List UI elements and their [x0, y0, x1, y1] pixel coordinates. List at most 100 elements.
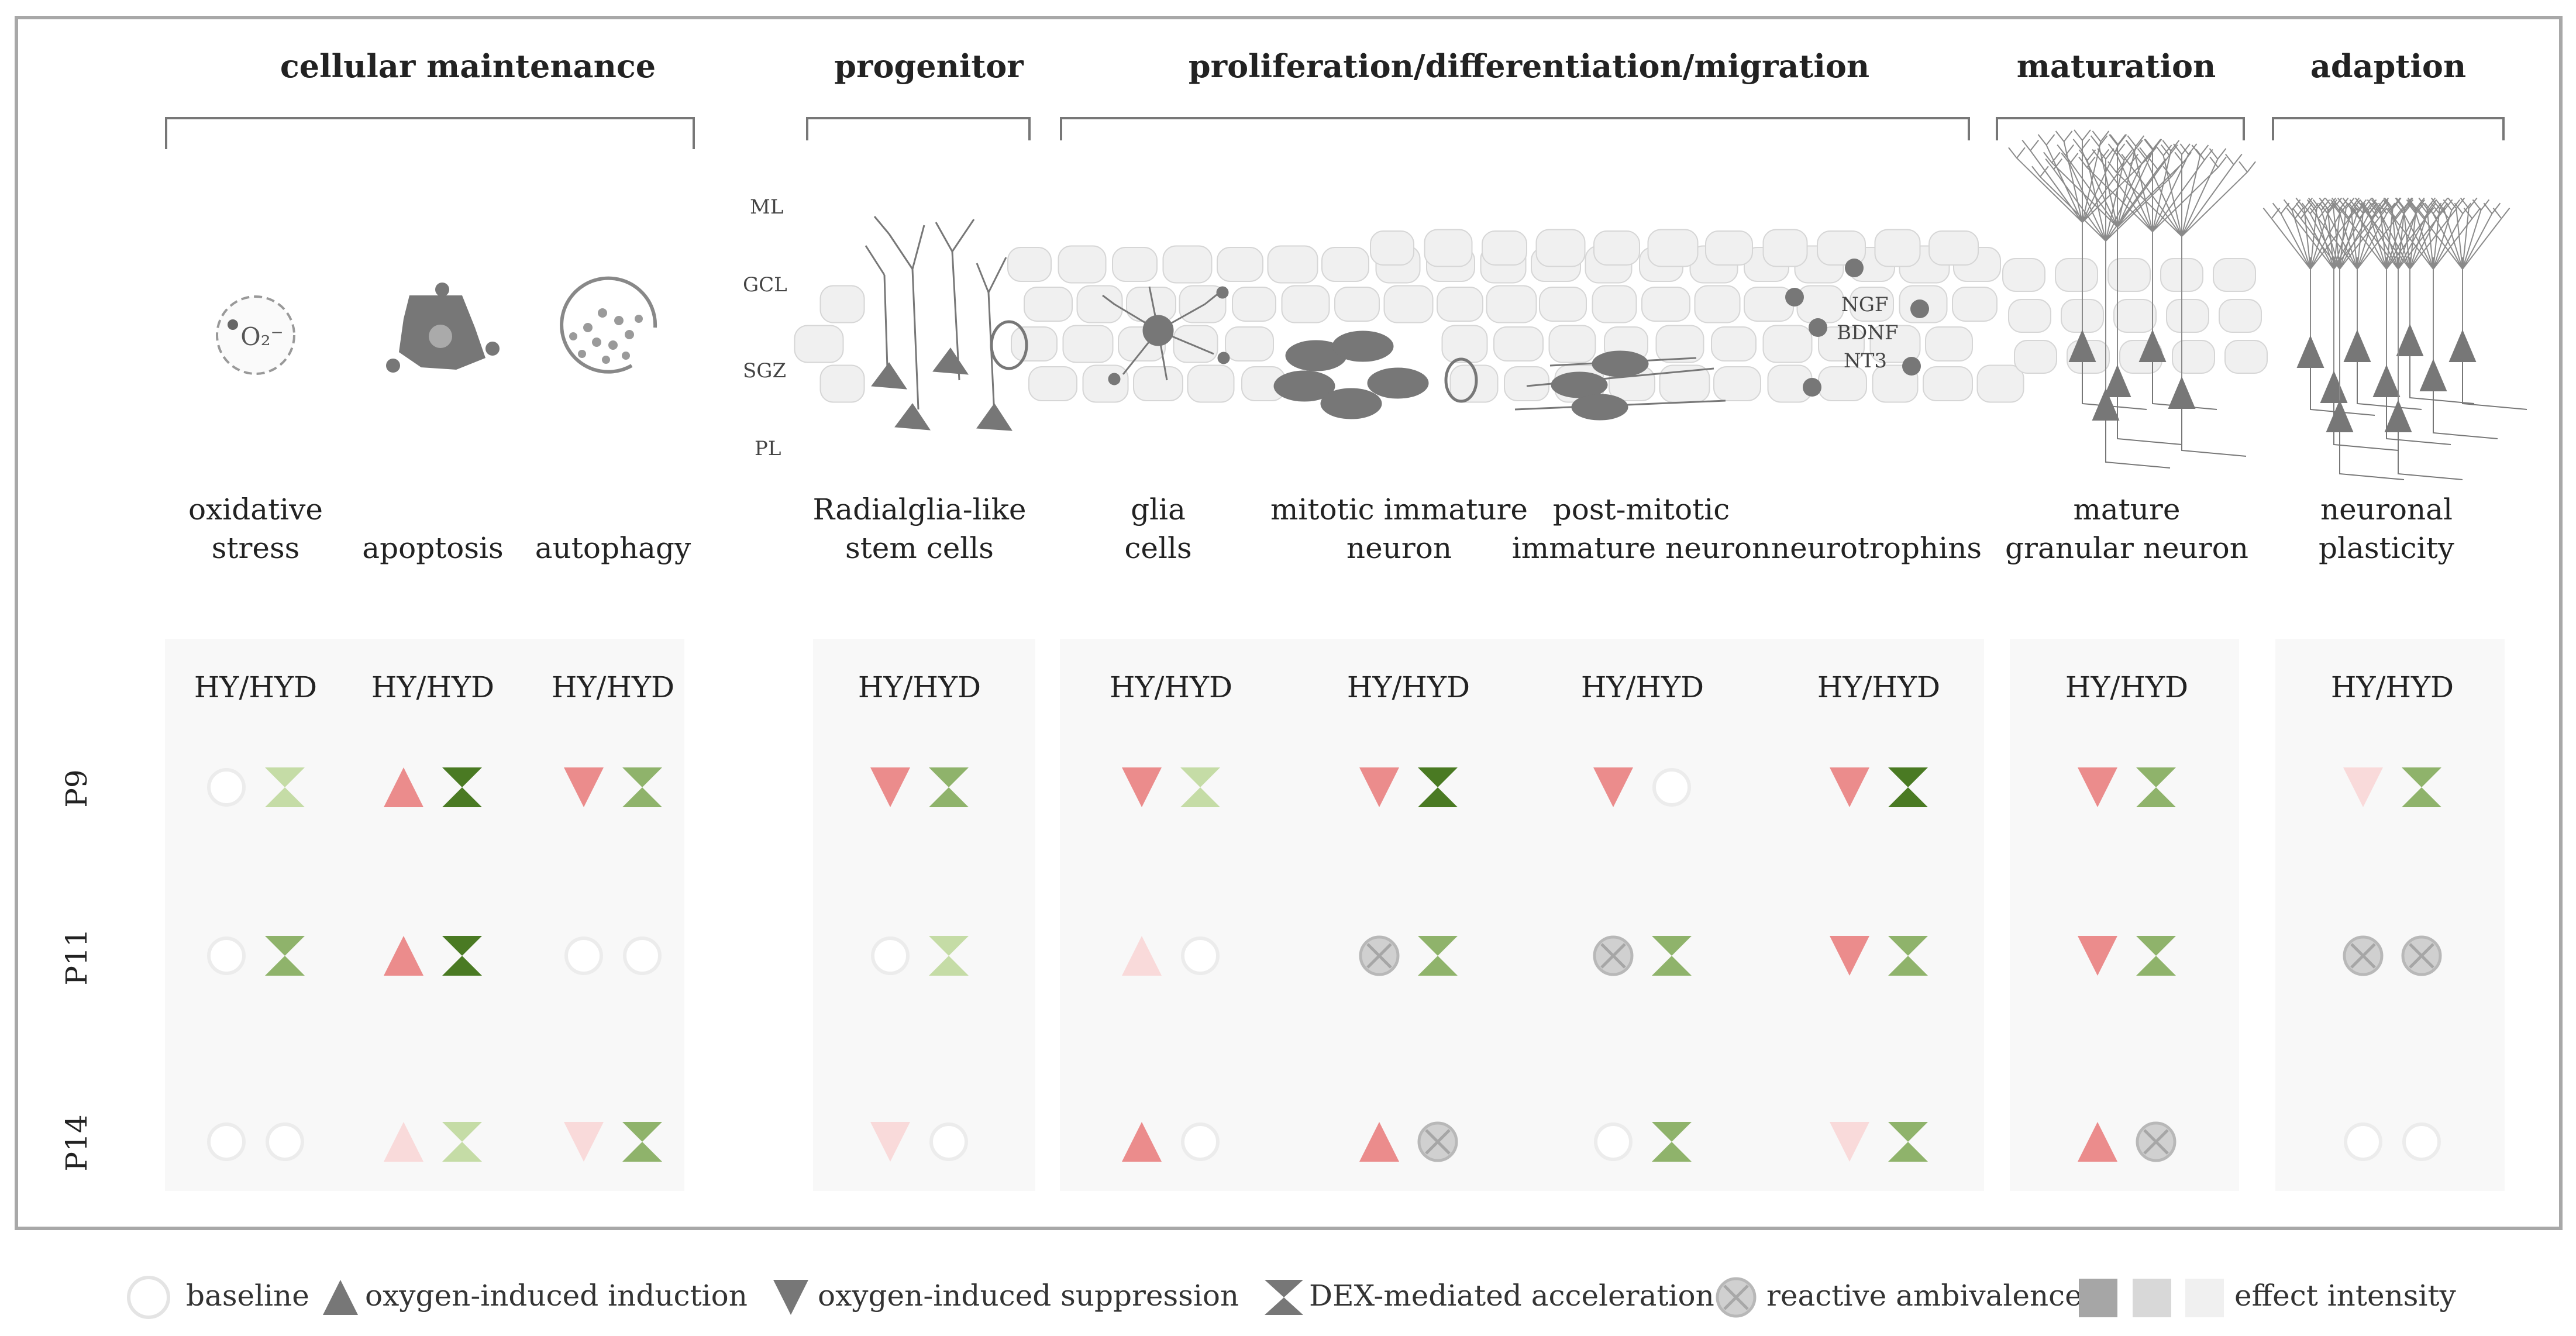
neurotrophin-dot [1809, 318, 1827, 337]
caption-glia-1: glia [1131, 493, 1186, 526]
caption-apoptosis: apoptosis [362, 531, 503, 565]
granule-cell [1486, 285, 1537, 323]
caption-radialglia-2: stem cells [845, 531, 994, 565]
suppression-marker [870, 767, 910, 807]
radial-glia-cell [976, 403, 1013, 431]
column-captions: oxidative stress apoptosis autophagy Rad… [188, 493, 2455, 565]
granule-cell [1705, 230, 1753, 266]
glia-cell-illustration [1102, 286, 1230, 385]
baseline-marker [929, 1122, 968, 1161]
group-label-proliferation: proliferation/differentiation/migration [1189, 47, 1869, 85]
granule-cell [2055, 258, 2098, 292]
induction-marker [384, 767, 423, 807]
legend-acceleration-label: DEX-mediated acceleration [1309, 1279, 1714, 1313]
granule-cell [1281, 285, 1330, 323]
neuronal-plasticity-illustration [2262, 197, 2527, 480]
acceleration-marker [1180, 767, 1220, 807]
legend-ambivalence-label: reactive ambivalence [1766, 1279, 2082, 1313]
acceleration-marker [622, 767, 662, 807]
plastic-neuron [2350, 197, 2463, 480]
time-point-labels: P9 P11 P14 [60, 769, 94, 1171]
induction-marker [1359, 1122, 1399, 1162]
glia-cell-body [1142, 315, 1174, 346]
granule-cell [1655, 325, 1704, 363]
induction-marker [384, 936, 423, 976]
granule-cell [1007, 247, 1052, 282]
apoptotic-body [386, 359, 400, 373]
group-label-maturation: maturation [2017, 47, 2216, 85]
apoptotic-body [435, 283, 449, 297]
granule-cell [1796, 285, 1844, 323]
radical-dot [228, 319, 238, 330]
column-header: HY/HYD [1347, 670, 1470, 704]
granule-cell [1874, 229, 1921, 267]
acceleration-marker [2136, 767, 2176, 807]
neuroblast [1367, 367, 1429, 399]
legend-baseline-label: baseline [186, 1279, 309, 1313]
column-header: HY/HYD [2065, 670, 2188, 704]
ambivalence-marker [2401, 935, 2442, 976]
caption-mitotic-2: neuron [1346, 531, 1452, 565]
granule-cell [1925, 326, 1973, 361]
autophagosome-membrane [560, 276, 657, 374]
neurotrophins-illustration: NGF BDNF NT3 [1785, 259, 1929, 397]
baseline-marker [2402, 1122, 2441, 1161]
legend-intensity-label: effect intensity [2234, 1279, 2457, 1313]
acceleration-marker [265, 936, 305, 976]
granule-cell [794, 325, 844, 363]
granule-cell [1869, 325, 1921, 363]
layer-label-pl: PL [755, 437, 781, 460]
neurotrophin-label-bdnf: BDNF [1837, 321, 1899, 345]
layer-label-ml: ML [750, 195, 783, 219]
autophagy-illustration [560, 276, 657, 374]
time-label-p9: P9 [60, 769, 94, 807]
granule-cell [1173, 325, 1218, 363]
mature-neuron [2043, 134, 2192, 445]
granule-cell [1976, 364, 2024, 403]
caption-autophagy: autophagy [535, 531, 691, 565]
caption-postmitotic-1: post-mitotic [1553, 493, 1730, 526]
induction-marker [1122, 1122, 1162, 1162]
acceleration-marker [1418, 767, 1458, 807]
oxidative-stress-illustration: O₂⁻ [216, 295, 295, 375]
induction-marker [2078, 1122, 2117, 1162]
layer-labels: ML GCL SGZ PL [743, 195, 787, 460]
column-header: HY/HYD [552, 670, 674, 704]
time-label-p14: P14 [60, 1114, 94, 1171]
caption-neurotrophins: neurotrophins [1771, 531, 1982, 565]
suppression-marker [1830, 936, 1869, 976]
migrating-neuron [1571, 394, 1628, 421]
neurotrophin-label-ngf: NGF [1841, 293, 1889, 316]
granule-cell [1082, 364, 1129, 403]
cell-division-arrow [1444, 357, 1478, 403]
acceleration-marker [1888, 767, 1928, 807]
granule-cell [1641, 287, 1690, 322]
caption-plasticity-1: neuronal [2320, 493, 2453, 526]
migrating-neuron [1551, 371, 1608, 398]
granule-cell [1062, 325, 1114, 363]
baseline-marker [207, 768, 246, 807]
baseline-marker [1181, 936, 1220, 975]
column-header: HY/HYD [858, 670, 981, 704]
column-header: HY/HYD [1817, 670, 1940, 704]
plastic-neuron [2292, 197, 2405, 480]
granule-cell [1817, 230, 1866, 266]
mature-neuron [2031, 148, 2180, 469]
caption-mature-1: mature [2073, 493, 2180, 526]
granule-cell [2172, 340, 2215, 374]
o2-radical-circle [216, 295, 295, 375]
panel-maturation [2010, 639, 2239, 1191]
migrating-neuron [1592, 350, 1649, 377]
legend-suppression-icon [773, 1280, 808, 1315]
granule-cell [1593, 230, 1640, 266]
granule-cell [1539, 287, 1587, 322]
bracket-proliferation [1060, 117, 1970, 140]
baseline-marker [266, 1122, 304, 1161]
acceleration-marker [929, 936, 969, 976]
neuroblast [1332, 330, 1394, 362]
layer-label-sgz: SGZ [743, 359, 786, 383]
acceleration-marker [929, 767, 969, 807]
granule-cell-layer-illustration [794, 229, 2268, 403]
suppression-marker [1122, 767, 1162, 807]
neurotrophin-label-nt3: NT3 [1844, 349, 1887, 373]
